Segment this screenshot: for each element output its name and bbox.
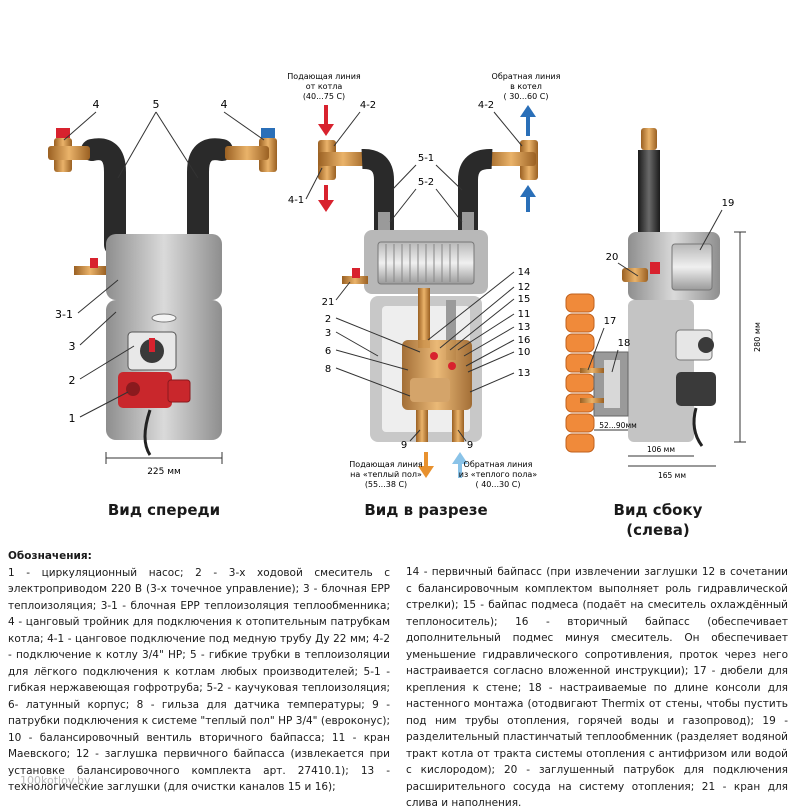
label-sec-13a: 13 xyxy=(518,322,531,333)
label-sec-14: 14 xyxy=(518,267,531,278)
section-flex-pipe-right xyxy=(458,149,493,236)
label-sec-2: 2 xyxy=(325,314,331,325)
label-side-18: 18 xyxy=(618,338,631,349)
supply-floor-line1: Подающая линия xyxy=(349,460,423,469)
label-side-20: 20 xyxy=(606,252,619,263)
side-heat-exchanger xyxy=(671,243,713,291)
wall-bricks xyxy=(565,293,595,453)
label-sec-4-2a: 4-2 xyxy=(360,100,376,111)
label-sec-12: 12 xyxy=(518,282,531,293)
section-flex-pipe-left xyxy=(361,149,394,236)
flex-pipe-right xyxy=(187,138,233,256)
label-front-4b: 4 xyxy=(221,98,228,111)
side-flex-pipe xyxy=(638,150,660,238)
label-front-3-1: 3-1 xyxy=(55,308,73,321)
label-side-17: 17 xyxy=(604,316,617,327)
dimension-side-height: 280 мм xyxy=(753,322,762,352)
supply-floor-line3: (55...38 С) xyxy=(365,480,407,489)
label-front-2: 2 xyxy=(69,374,76,387)
view-title-section: Вид в разрезе xyxy=(364,501,488,519)
label-sec-3: 3 xyxy=(325,328,331,339)
legend-left-text: 1 - циркуляционный насос; 2 - 3-х ходово… xyxy=(8,566,390,794)
view-title-side: Вид сбоку (слева) xyxy=(588,500,728,540)
circulation-pump xyxy=(118,372,172,408)
watermark: 100kotlov.by xyxy=(20,774,91,787)
heat-exchanger-insulation xyxy=(106,234,222,300)
supply-boiler-line2: от котла xyxy=(306,82,343,91)
label-sec-10: 10 xyxy=(518,347,531,358)
dimension-bracket: 52...90мм xyxy=(599,421,637,430)
return-boiler-line3: ( 30...60 С) xyxy=(504,92,549,101)
label-sec-16: 16 xyxy=(518,335,531,346)
label-sec-13b: 13 xyxy=(518,368,531,379)
return-arrow-up xyxy=(520,185,536,212)
label-sec-4-1: 4-1 xyxy=(288,195,304,206)
section-callouts: 4-2 4-2 4-1 5-1 5-2 21 2 3 6 8 14 12 xyxy=(288,100,531,451)
label-sec-8: 8 xyxy=(325,364,331,375)
return-floor-line3: ( 40...30 С) xyxy=(476,480,521,489)
legend-left: Обозначения: 1 - циркуляционный насос; 2… xyxy=(8,548,390,796)
side-pump xyxy=(676,372,716,406)
dimension-front-width: 225 мм xyxy=(147,467,181,477)
label-sec-15: 15 xyxy=(518,294,531,305)
side-callouts: 19 20 17 18 xyxy=(587,198,735,373)
return-floor-line2: из «теплого пола» xyxy=(459,470,537,479)
label-sec-4-2b: 4-2 xyxy=(478,100,494,111)
front-callouts: 4 5 4 3-1 3 2 1 xyxy=(55,98,265,425)
label-front-3: 3 xyxy=(69,340,76,353)
dimension-depth-total: 165 мм xyxy=(658,471,686,480)
supply-floor-line2: на «теплый пол» xyxy=(350,470,422,479)
supply-arrow-in xyxy=(318,105,334,136)
label-sec-21: 21 xyxy=(322,297,335,308)
label-sec-5-2: 5-2 xyxy=(418,177,434,188)
view-title-front: Вид спереди xyxy=(107,501,221,519)
return-boiler-line1: Обратная линия xyxy=(492,72,561,81)
return-boiler-line2: в котел xyxy=(510,82,542,91)
legend-right-text: 14 - первичный байпасс (при извлечении з… xyxy=(406,566,788,809)
label-sec-11: 11 xyxy=(518,309,531,320)
section-view: Подающая линия от котла (40...75 С) Обра… xyxy=(287,72,560,489)
flex-pipe-left xyxy=(81,138,126,256)
return-arrow-out xyxy=(520,105,536,136)
legend-heading: Обозначения: xyxy=(8,550,92,562)
label-side-19: 19 xyxy=(722,198,735,209)
view-title-side-line1: Вид сбоку xyxy=(613,501,703,519)
label-front-4a: 4 xyxy=(93,98,100,111)
floor-return-arrow xyxy=(452,452,468,478)
label-front-1: 1 xyxy=(69,412,76,425)
side-view: 280 мм 52...90мм 106 мм 165 мм 19 20 17 … xyxy=(565,128,762,480)
label-sec-9a: 9 xyxy=(401,440,407,451)
label-sec-6: 6 xyxy=(325,346,331,357)
diagram-area: 225 мм 4 5 4 3-1 3 2 1 Подающая линия от… xyxy=(48,72,762,489)
front-view: 225 мм 4 5 4 3-1 3 2 1 xyxy=(48,98,277,477)
supply-boiler-line3: (40...75 С) xyxy=(303,92,345,101)
floor-supply-arrow xyxy=(418,452,434,478)
supply-arrow-down xyxy=(318,185,334,212)
dimension-depth-inner: 106 мм xyxy=(647,445,675,454)
label-sec-5-1: 5-1 xyxy=(418,153,434,164)
label-front-5: 5 xyxy=(153,98,160,111)
legend-right: 14 - первичный байпасс (при извлечении з… xyxy=(406,564,788,812)
drain-tap xyxy=(74,266,106,275)
return-floor-line1: Обратная линия xyxy=(464,460,533,469)
side-body xyxy=(628,300,694,442)
supply-boiler-line1: Подающая линия xyxy=(287,72,361,81)
label-sec-9b: 9 xyxy=(467,440,473,451)
view-title-side-line2: (слева) xyxy=(626,521,690,539)
